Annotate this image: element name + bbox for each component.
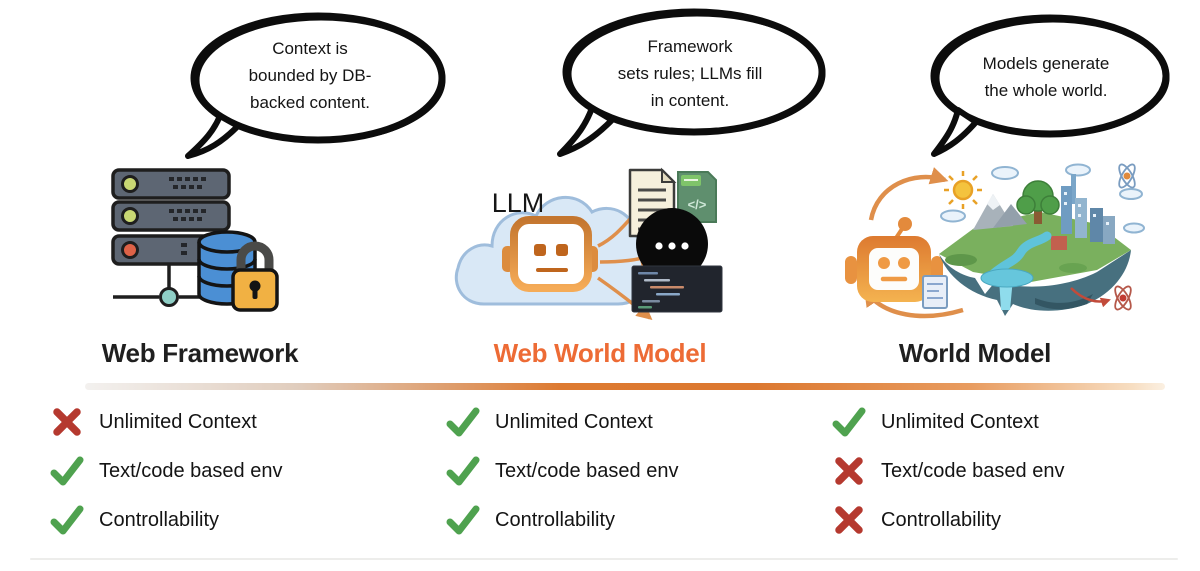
bubble-line: sets rules; LLMs fill xyxy=(617,64,763,83)
speech-bubble-icon xyxy=(185,12,446,159)
bubble-line: backed content. xyxy=(249,93,371,112)
feature-label: Unlimited Context xyxy=(495,410,653,433)
feature-label: Text/code based env xyxy=(881,459,1065,482)
network-node-icon xyxy=(159,287,179,307)
blueprint-icon xyxy=(922,275,948,309)
speech-bubble-icon xyxy=(930,14,1170,157)
river-icon xyxy=(988,231,1052,279)
bubble-line: in content. xyxy=(650,91,730,110)
bubble-line: Context is xyxy=(272,39,348,58)
robot-face-icon xyxy=(502,216,598,292)
cross-icon xyxy=(832,503,866,537)
bubble-line: the whole world. xyxy=(984,81,1108,100)
feature-row: Unlimited Context xyxy=(50,404,282,440)
bubble-text: Context is bounded by DB- backed content… xyxy=(172,8,448,187)
database-server-illustration xyxy=(85,158,305,326)
cloud-label: LLM xyxy=(492,188,545,218)
feature-label: Unlimited Context xyxy=(881,410,1039,433)
feature-label: Text/code based env xyxy=(99,459,283,482)
atom-icon-red xyxy=(1070,285,1132,311)
column-title-web-framework: Web Framework xyxy=(101,338,299,368)
check-icon xyxy=(446,503,480,537)
check-icon xyxy=(50,503,84,537)
island-illustration xyxy=(922,174,1131,316)
feature-label: Controllability xyxy=(881,508,1002,531)
feature-row: Text/code based env xyxy=(832,453,1064,489)
feature-label: Controllability xyxy=(495,508,616,531)
gradient-divider xyxy=(85,383,1165,390)
cross-icon xyxy=(832,454,866,488)
sun-icon xyxy=(944,171,982,209)
feature-list-web-framework: Unlimited Context Text/code based env Co… xyxy=(50,404,282,538)
bubble-text: Framework sets rules; LLMs fill in conte… xyxy=(548,6,832,185)
tree-icon xyxy=(1034,204,1042,224)
bubble-text: Models generate the whole world. xyxy=(918,10,1174,198)
feature-list-web-world-model: Unlimited Context Text/code based env Co… xyxy=(446,404,678,538)
bottom-divider xyxy=(30,558,1178,560)
check-icon xyxy=(50,454,84,488)
speech-bubble-icon xyxy=(557,8,826,157)
lock-icon xyxy=(231,241,279,312)
code-editor-icon xyxy=(631,265,723,313)
cross-icon xyxy=(50,405,84,439)
atom-icon xyxy=(1118,163,1136,189)
city-buildings-icon xyxy=(1051,174,1115,250)
feature-row: Text/code based env xyxy=(446,453,678,489)
feature-list-world-model: Unlimited Context Text/code based env Co… xyxy=(832,404,1064,538)
bubble-line: Models generate xyxy=(982,54,1110,73)
feature-label: Text/code based env xyxy=(495,459,679,482)
feature-row: Unlimited Context xyxy=(446,404,678,440)
column-title-web-world-model: Web World Model xyxy=(493,338,707,368)
server-icon xyxy=(111,168,231,307)
check-icon xyxy=(446,454,480,488)
feature-row: Text/code based env xyxy=(50,453,282,489)
feature-row: Unlimited Context xyxy=(832,404,1064,440)
speech-bubble-web-world-model: Framework sets rules; LLMs fill in conte… xyxy=(548,6,832,158)
check-icon xyxy=(832,405,866,439)
speech-bubble-world-model: Models generate the whole world. xyxy=(918,10,1174,158)
feature-label: Controllability xyxy=(99,508,220,531)
bubble-line: Framework xyxy=(647,37,733,56)
column-title-world-model: World Model xyxy=(898,338,1052,368)
chat-bubble-icon xyxy=(636,208,708,280)
feature-row: Controllability xyxy=(446,502,678,538)
cloud-icons xyxy=(940,163,1145,234)
code-glyph: </> xyxy=(688,197,707,212)
generated-world-illustration xyxy=(835,158,1145,326)
check-icon xyxy=(446,405,480,439)
feature-row: Controllability xyxy=(832,502,1064,538)
feature-label: Unlimited Context xyxy=(99,410,257,433)
bubble-line: bounded by DB- xyxy=(248,66,372,85)
speech-bubble-web-framework: Context is bounded by DB- backed content… xyxy=(172,8,448,160)
llm-cloud-illustration: LLM xyxy=(450,158,740,330)
feature-row: Controllability xyxy=(50,502,282,538)
robot-icon xyxy=(845,217,943,302)
